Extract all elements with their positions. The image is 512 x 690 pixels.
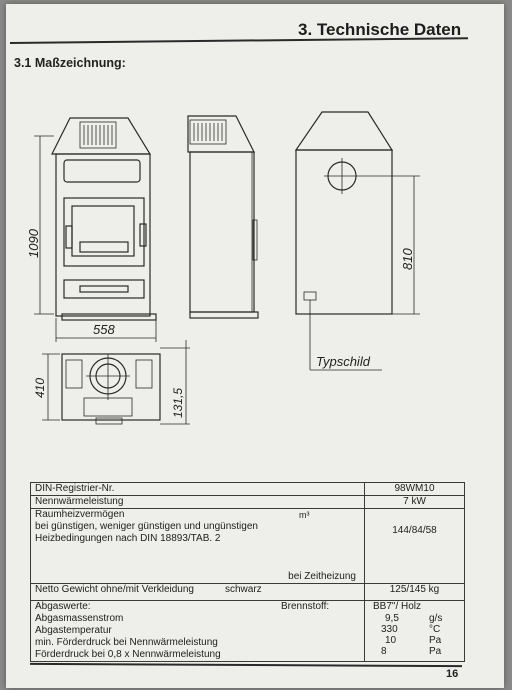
abgas-item-label: Abgasmassenstrom xyxy=(35,613,124,624)
dim-height-label: 1090 xyxy=(26,228,41,258)
weight-label: Netto Gewicht ohne/mit Verkleidung xyxy=(35,584,194,595)
row-value: 98WM10 xyxy=(364,482,465,496)
page-title: 3. Technische Daten xyxy=(298,20,462,39)
abgas-item-unit: Pa xyxy=(429,635,442,646)
dim-side-height-label: 810 xyxy=(400,248,415,270)
row-label: DIN-Registrier-Nr. xyxy=(30,482,365,496)
fuel-label: Brennstoff: xyxy=(281,601,330,612)
raum-line: bei günstigen, weniger günstigen und ung… xyxy=(35,521,258,532)
abgas-item-label: Förderdruck bei 0,8 x Nennwärmeleistung xyxy=(35,649,221,660)
back-view xyxy=(294,111,420,371)
abgas-item-value: 330 xyxy=(381,624,398,635)
abgas-value-cell: BB7"/ Holz 9,5 g/s 330 °C 10 Pa 8 Pa xyxy=(364,600,465,662)
abgas-label-cell: Abgaswerte: Brennstoff: Abgasmassenstrom… xyxy=(30,600,365,662)
side-view xyxy=(187,115,259,319)
raum-unit: m³ xyxy=(299,510,310,520)
top-view xyxy=(42,340,190,425)
abgas-item-unit: g/s xyxy=(429,613,443,624)
abgas-item-label: Abgastemperatur xyxy=(35,625,112,636)
front-view xyxy=(34,117,157,342)
weight-color: schwarz xyxy=(225,584,262,595)
table-row: Nennwärmeleistung 7 kW xyxy=(30,495,465,509)
page-number: 16 xyxy=(446,668,459,680)
dim-depth-label: 410 xyxy=(33,378,47,398)
table-row: Netto Gewicht ohne/mit Verkleidung schwa… xyxy=(30,583,465,601)
abgas-item-label: min. Förderdruck bei Nennwärmeleistung xyxy=(35,637,218,648)
abgas-item-unit: Pa xyxy=(429,646,442,657)
table-row: DIN-Registrier-Nr. 98WM10 xyxy=(30,482,465,496)
raum-line: Raumheizvermögen xyxy=(35,509,125,520)
raum-value: 144/84/58 xyxy=(364,508,465,584)
dim-offset-label: 131,5 xyxy=(171,388,185,418)
table-row: Raumheizvermögen bei günstigen, weniger … xyxy=(30,508,465,584)
abgas-item-unit: °C xyxy=(429,624,441,635)
row-value: 7 kW xyxy=(364,495,465,509)
section-title: 3.1 Maßzeichnung: xyxy=(14,56,126,70)
abgas-item-value: 8 xyxy=(381,646,387,657)
row-label: Nennwärmeleistung xyxy=(30,495,365,509)
fuel-value: BB7"/ Holz xyxy=(373,601,422,612)
raum-line: Heizbedingungen nach DIN 18893/TAB. 2 xyxy=(35,533,221,544)
table-row: Abgaswerte: Brennstoff: Abgasmassenstrom… xyxy=(30,600,465,662)
abgas-item-value: 9,5 xyxy=(385,613,399,624)
weight-label-cell: Netto Gewicht ohne/mit Verkleidung schwa… xyxy=(30,583,365,601)
dim-width-label: 558 xyxy=(93,322,115,337)
weight-value: 125/145 kg xyxy=(364,583,465,601)
raum-note: bei Zeitheizung xyxy=(288,571,356,582)
abgas-item-value: 10 xyxy=(385,635,397,646)
spec-table: DIN-Registrier-Nr. 98WM10 Nennwärmeleist… xyxy=(30,482,465,662)
raum-label-cell: Raumheizvermögen bei günstigen, weniger … xyxy=(30,508,365,584)
abgas-title: Abgaswerte: xyxy=(35,601,91,612)
typeplate-label: Typschild xyxy=(316,354,371,369)
